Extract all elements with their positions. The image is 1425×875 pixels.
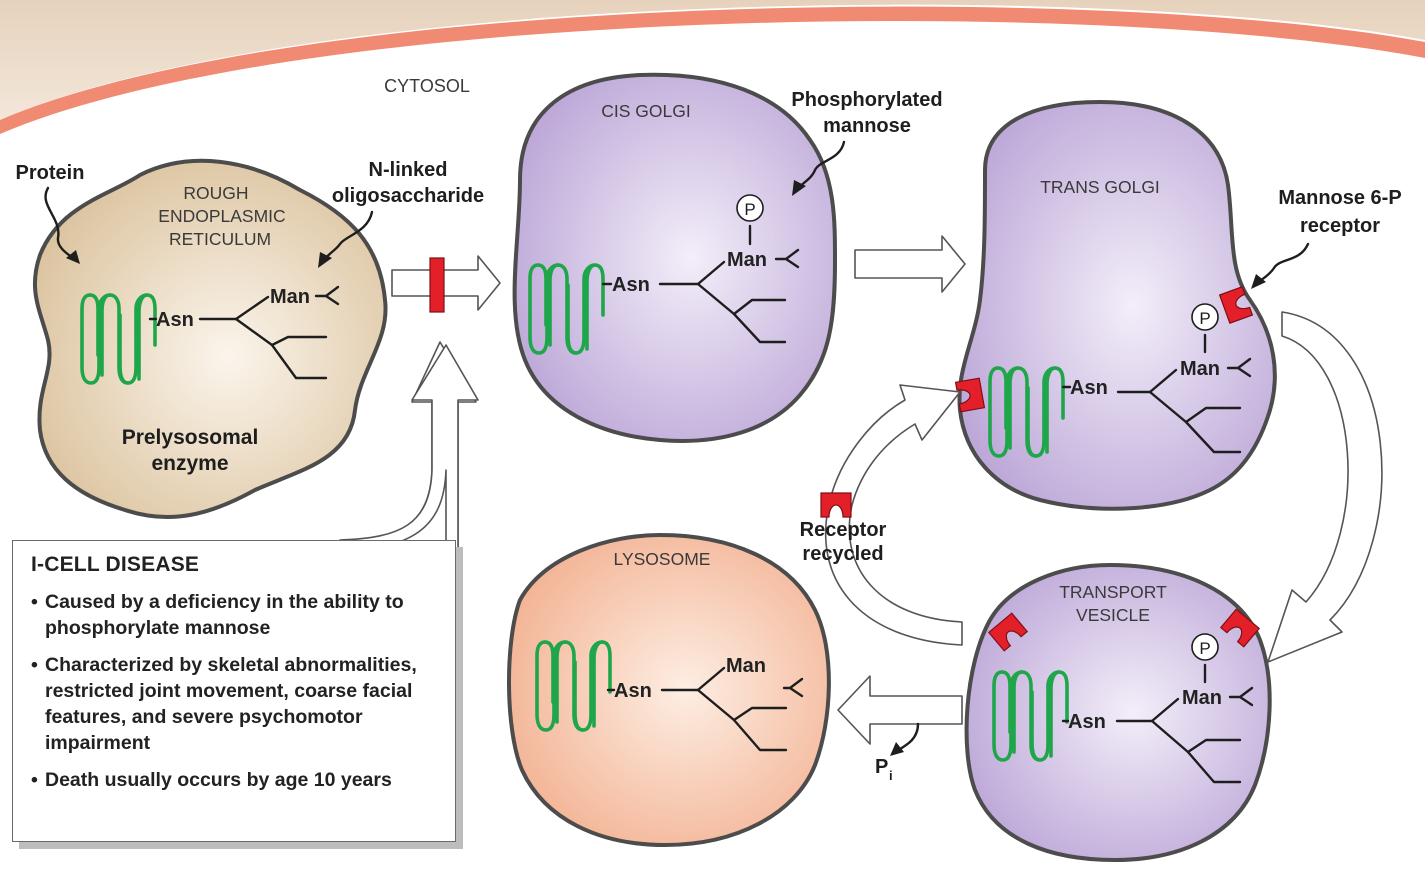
m6p-receptor-label-1: Mannose 6-P xyxy=(1278,187,1401,209)
i-cell-disease-box: I-CELL DISEASE Caused by a deficiency in… xyxy=(12,540,456,842)
phosphorylated-pointer-arrow xyxy=(794,140,846,192)
receptor-recycled-label-2: recycled xyxy=(802,543,883,565)
vesicle-man-label: Man xyxy=(1182,687,1222,709)
m6p-pointer-arrow xyxy=(1254,242,1310,286)
trans-golgi-label: TRANS GOLGI xyxy=(1040,177,1160,197)
phosphorylated-label-1: Phosphorylated xyxy=(791,89,942,111)
m6p-receptor-label-2: receptor xyxy=(1300,215,1380,237)
cytosol-label: CYTOSOL xyxy=(384,76,470,96)
vesicle-phosphate-circle-icon xyxy=(1191,633,1219,661)
trans-man-label: Man xyxy=(1180,358,1220,380)
cis-phosphate-circle-icon xyxy=(736,194,764,222)
vesicle-to-lysosome-arrow xyxy=(837,675,963,745)
lysosome-asn-label: Asn xyxy=(614,680,652,702)
receptor-recycled-label-1: Receptor xyxy=(800,519,887,541)
trans-asn-label: Asn xyxy=(1070,377,1108,399)
n-linked-label-1: N-linked xyxy=(369,159,448,181)
cytosol-region xyxy=(0,0,1425,120)
phosphorylated-label-2: mannose xyxy=(823,115,911,137)
transport-band-red xyxy=(429,257,445,313)
trans-phosphate-circle-icon xyxy=(1191,303,1219,331)
trans-golgi-compartment xyxy=(957,99,1277,511)
cis-asn-label: Asn xyxy=(612,274,650,296)
cis-to-trans-arrow xyxy=(854,235,966,293)
receptor-recycle-arrow xyxy=(825,384,963,646)
disease-bullet: Death usually occurs by age 10 years xyxy=(31,767,439,793)
cis-phosphate-label: P xyxy=(744,200,755,219)
er-oligosaccharide: Asn Man xyxy=(148,285,340,380)
disease-title: I-CELL DISEASE xyxy=(31,553,200,576)
plasma-membrane xyxy=(0,6,1425,134)
n-linked-pointer-arrowhead xyxy=(318,252,332,268)
rough-er-label-1: ROUGH xyxy=(183,183,248,203)
disease-bullet: Caused by a deficiency in the ability to… xyxy=(31,589,439,641)
disease-bullet: Characterized by skeletal abnormalities,… xyxy=(31,652,439,756)
rough-er-label-3: RETICULUM xyxy=(169,229,271,249)
transport-vesicle-compartment xyxy=(964,562,1272,863)
pi-subscript: i xyxy=(889,768,893,783)
pi-label: P xyxy=(875,756,888,778)
er-to-cis-arrow xyxy=(391,255,501,313)
vesicle-asn-label: Asn xyxy=(1068,711,1106,733)
lysosome-oligosaccharide: Asn Man xyxy=(606,655,804,752)
protein-pointer-arrowhead xyxy=(66,250,80,264)
lysosome-label: LYSOSOME xyxy=(614,549,711,569)
cis-man-label: Man xyxy=(727,249,767,271)
cis-oligosaccharide: Asn Man P xyxy=(601,194,800,344)
prelysosomal-label-2: enzyme xyxy=(151,452,228,475)
pi-release-arrowhead xyxy=(890,742,904,756)
vesicle-oligosaccharide: Asn Man P xyxy=(1061,633,1254,784)
er-asn-label: Asn xyxy=(156,309,194,331)
cis-golgi-label: CIS GOLGI xyxy=(601,101,690,121)
trans-oligosaccharide: Asn Man P xyxy=(1061,303,1252,454)
phosphorylated-pointer-arrowhead xyxy=(792,180,806,196)
trans-phosphate-label: P xyxy=(1199,309,1210,328)
n-linked-label-2: oligosaccharide xyxy=(332,185,484,207)
protein-label: Protein xyxy=(16,162,85,184)
lysosome-man-label: Man xyxy=(726,655,766,677)
er-man-label: Man xyxy=(270,286,310,308)
rough-er-label-2: ENDOPLASMIC xyxy=(158,206,285,226)
disease-bullet-list: Caused by a deficiency in the ability to… xyxy=(31,589,439,793)
m6p-pointer-arrowhead xyxy=(1251,274,1266,289)
trans-to-vesicle-arrow xyxy=(1267,311,1383,663)
transport-vesicle-label-2: VESICLE xyxy=(1076,605,1150,625)
rough-er-compartment xyxy=(32,158,388,520)
cis-golgi-compartment xyxy=(512,72,838,443)
protein-pointer-arrow xyxy=(44,186,78,262)
transport-vesicle-label-1: TRANSPORT xyxy=(1059,582,1167,602)
vesicle-phosphate-label: P xyxy=(1199,639,1210,658)
prelysosomal-label-1: Prelysosomal xyxy=(122,426,259,449)
